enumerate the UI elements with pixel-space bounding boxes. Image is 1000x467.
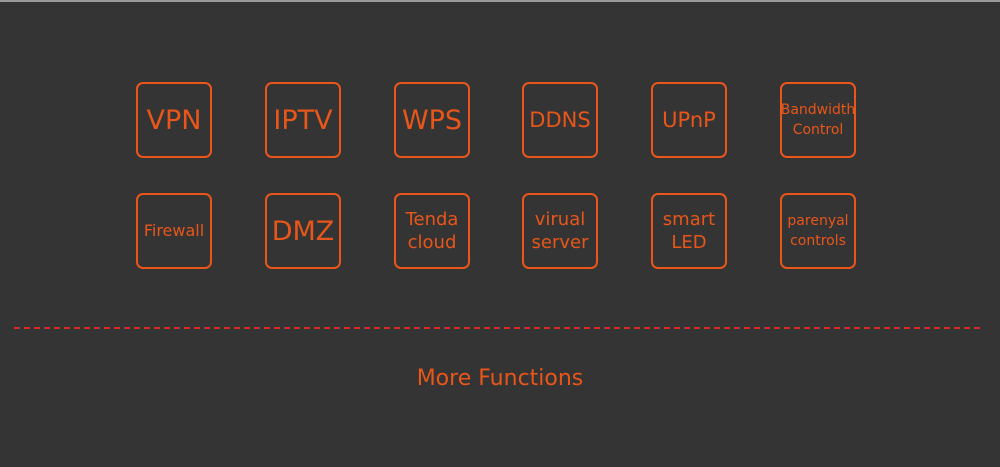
- feature-tile-vpn[interactable]: VPN: [136, 82, 212, 158]
- feature-tile-smart-led[interactable]: smart LED: [651, 193, 727, 269]
- feature-tile-bandwidth-control[interactable]: Bandwidth Control: [780, 82, 856, 158]
- feature-tile-wps[interactable]: WPS: [394, 82, 470, 158]
- top-border-line: [0, 0, 1000, 2]
- feature-tile-dmz[interactable]: DMZ: [265, 193, 341, 269]
- feature-tile-virtual-server[interactable]: virual server: [522, 193, 598, 269]
- dashed-divider: [14, 327, 980, 329]
- feature-tile-upnp[interactable]: UPnP: [651, 82, 727, 158]
- feature-tile-ddns[interactable]: DDNS: [522, 82, 598, 158]
- feature-tile-parental-controls[interactable]: parenyal controls: [780, 193, 856, 269]
- feature-tile-tenda-cloud[interactable]: Tenda cloud: [394, 193, 470, 269]
- feature-tile-iptv[interactable]: IPTV: [265, 82, 341, 158]
- feature-grid: VPN IPTV WPS DDNS UPnP Bandwidth Control…: [136, 82, 860, 272]
- feature-tile-firewall[interactable]: Firewall: [136, 193, 212, 269]
- more-functions-title: More Functions: [416, 366, 584, 391]
